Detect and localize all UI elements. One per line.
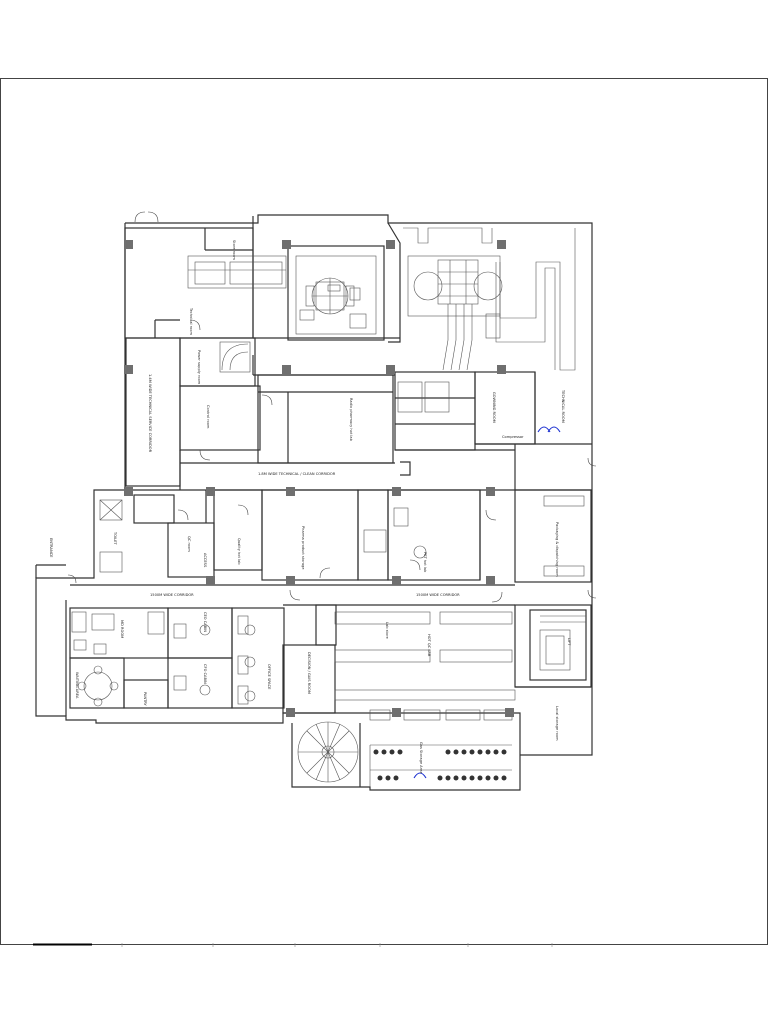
label-md-room: MD ROOM bbox=[120, 620, 124, 638]
label-cfo-cabin: CFO CABIN bbox=[203, 664, 207, 684]
label-decision-room: DECISION / GAIS ROOM bbox=[307, 652, 311, 694]
room-labels: Store room Technical room Power supply r… bbox=[49, 240, 571, 773]
label-ceo-cabin: CEO CABIN bbox=[203, 612, 207, 632]
label-office-space: OFFICE SPACE bbox=[267, 664, 271, 690]
cyclotron-detail bbox=[187, 255, 367, 329]
label-store-room: Store room bbox=[232, 240, 236, 260]
blue-door-marks bbox=[413, 426, 561, 779]
north-block bbox=[124, 216, 401, 376]
label-lift: LIFT bbox=[567, 638, 571, 646]
label-corridor-east: 1500M WIDE CORRIDOR bbox=[416, 593, 460, 597]
label-quality-lab: Quality hot lab bbox=[237, 538, 241, 565]
structural-columns bbox=[124, 240, 514, 717]
door-swings bbox=[67, 211, 597, 603]
label-compressor: Compressor bbox=[502, 435, 524, 439]
label-local-store: Local storage room bbox=[555, 706, 559, 741]
gas-cylinders bbox=[373, 749, 507, 781]
stair-block bbox=[219, 341, 450, 413]
label-access: ACCESS bbox=[203, 553, 207, 568]
label-pharma-store: Pharma product storage bbox=[301, 526, 305, 570]
label-toilet: TOILET bbox=[113, 531, 117, 545]
label-lab-store: Lab store bbox=[385, 622, 389, 640]
label-technical-corridor: 1.8M WIDE TECHNICAL / CLEAN CORRIDOR bbox=[258, 472, 336, 476]
label-packaging: Packaging & dispatching room bbox=[555, 522, 559, 577]
label-gas-storage: Gas Storage Area bbox=[419, 742, 423, 773]
east-rooms bbox=[514, 604, 592, 688]
sheet-border bbox=[0, 78, 768, 945]
office-furniture bbox=[71, 611, 256, 707]
lift-stair bbox=[539, 615, 586, 671]
corridor-band bbox=[125, 450, 592, 491]
equipment-area bbox=[403, 227, 576, 371]
label-qc-room: QC room bbox=[187, 536, 191, 552]
label-corridor-west: 1500M WIDE CORRIDOR bbox=[150, 593, 194, 597]
label-waiting: WAITING AREA bbox=[75, 672, 79, 699]
label-technical-room-east: TECHNICAL ROOM bbox=[561, 389, 565, 423]
outer-walls bbox=[35, 214, 593, 791]
label-pantry: PANTRY bbox=[143, 692, 147, 707]
label-entrance: ENTRANCE bbox=[49, 538, 53, 558]
gas-storage-area bbox=[297, 721, 512, 787]
qc-lab-benches bbox=[334, 611, 516, 721]
label-pet-hot-lab: PET hot lab bbox=[423, 552, 427, 573]
label-technical-room: Technical room bbox=[189, 307, 193, 335]
label-hot-qc-lab: HOT QC LAB bbox=[427, 634, 431, 657]
lab-fixtures bbox=[99, 495, 585, 577]
sheet-tick-marks bbox=[121, 943, 553, 947]
office-block bbox=[65, 600, 337, 716]
central-labs bbox=[70, 489, 592, 606]
label-gowning-room: GOWNING ROOM bbox=[492, 392, 496, 423]
label-radio-pharmacy: Radio pharmacy hot lab bbox=[349, 398, 353, 442]
label-service-corridor: 1.4M WIDE TECHNICAL SERVICE CORRIDOR bbox=[148, 374, 152, 453]
label-control-room: Control room bbox=[206, 405, 210, 429]
label-power-supply-room: Power supply room bbox=[197, 350, 201, 385]
middle-rooms bbox=[125, 337, 592, 490]
